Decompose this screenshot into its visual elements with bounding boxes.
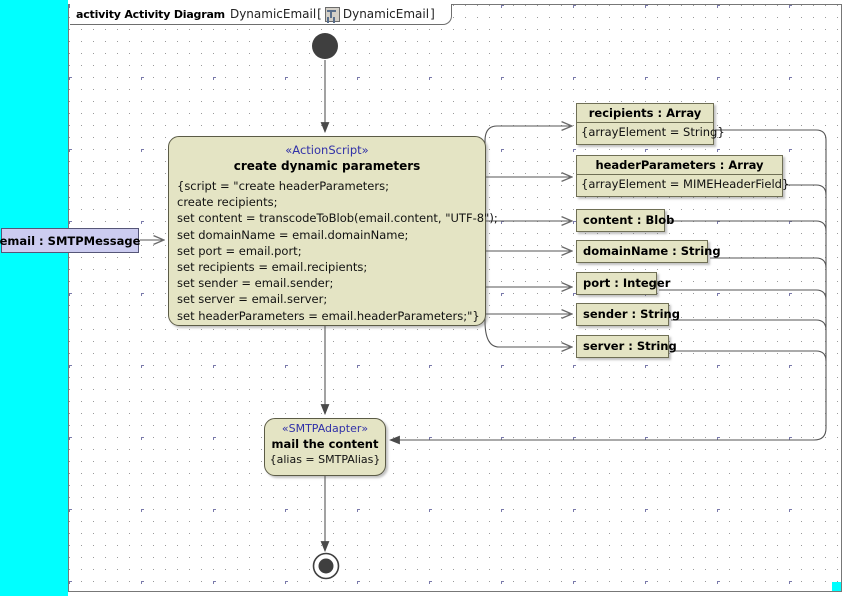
frame-kind-label: activity Activity Diagram xyxy=(76,7,225,21)
object-node-name: port : Integer xyxy=(583,276,671,290)
object-node-content[interactable]: content : Blob xyxy=(576,209,675,232)
object-node-recipients[interactable]: recipients : Array {arrayElement = Strin… xyxy=(576,103,725,145)
object-node-headerParameters[interactable]: headerParameters : Array {arrayElement =… xyxy=(576,155,789,197)
object-node-name: server : String xyxy=(583,339,677,353)
left-color-band xyxy=(0,0,68,596)
input-pin-label: email : SMTPMessage xyxy=(0,233,141,248)
object-node-name: sender : String xyxy=(583,307,680,321)
object-node-server[interactable]: server : String xyxy=(576,335,677,358)
corner-accent xyxy=(832,582,841,591)
bracket-open: [ xyxy=(317,7,322,21)
object-node-name: content : Blob xyxy=(583,213,675,227)
action-title: create dynamic parameters xyxy=(233,159,421,173)
frame-inner-name-label: DynamicEmail xyxy=(342,7,430,21)
adapter-tag: {alias = SMTPAlias} xyxy=(269,453,381,466)
object-node-tag: {arrayElement = MIMEHeaderField} xyxy=(577,174,789,193)
input-pin-email[interactable]: email : SMTPMessage xyxy=(0,228,141,253)
object-node-name: headerParameters : Array xyxy=(595,158,764,172)
frame-name-label: DynamicEmail xyxy=(229,7,317,21)
adapter-stereotype: «SMTPAdapter» xyxy=(281,422,369,435)
object-node-tag: {arrayElement = String} xyxy=(577,122,725,141)
action-script-body: {script = "create headerParameters; crea… xyxy=(177,179,498,323)
action-node-mail-the-content[interactable]: «SMTPAdapter» mail the content {alias = … xyxy=(264,418,386,476)
object-node-sender[interactable]: sender : String xyxy=(576,303,680,326)
activity-diagram-icon xyxy=(324,6,340,22)
object-node-domainName[interactable]: domainName : String xyxy=(576,240,721,263)
object-node-name: domainName : String xyxy=(583,244,721,258)
adapter-title: mail the content xyxy=(271,437,379,451)
action-node-create-dynamic-parameters[interactable]: «ActionScript» create dynamic parameters… xyxy=(168,136,498,326)
object-node-name: recipients : Array xyxy=(588,106,702,120)
action-stereotype: «ActionScript» xyxy=(285,143,369,157)
frame-title-tab[interactable]: activity Activity Diagram DynamicEmail [… xyxy=(70,4,452,25)
bracket-close: ] xyxy=(430,7,435,21)
object-node-port[interactable]: port : Integer xyxy=(576,272,671,295)
